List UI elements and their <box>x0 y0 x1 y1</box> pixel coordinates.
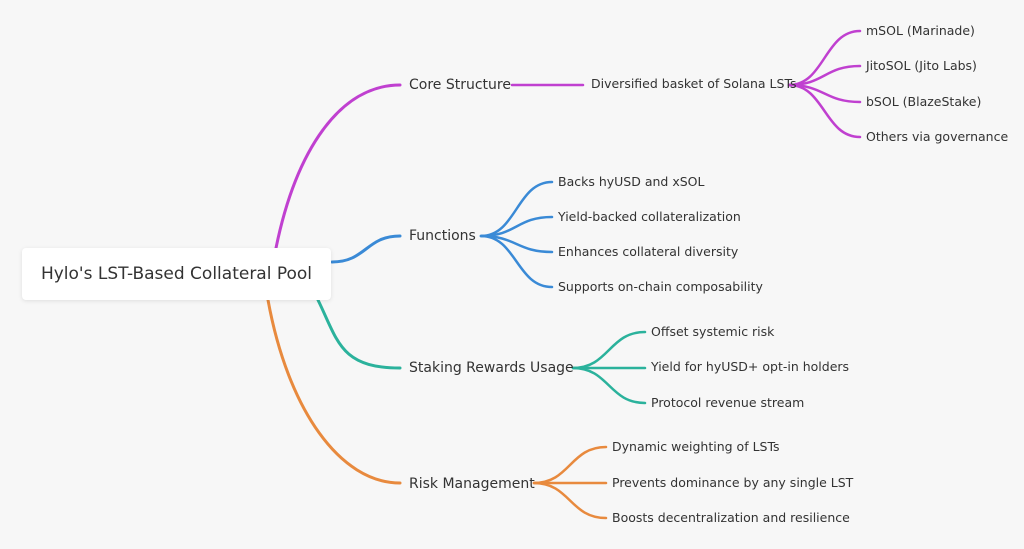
node-label: Boosts decentralization and resilience <box>612 510 850 525</box>
node-prevents-dominance[interactable]: Prevents dominance by any single LST <box>612 475 853 491</box>
node-boosts-decentralization[interactable]: Boosts decentralization and resilience <box>612 510 850 526</box>
node-label: mSOL (Marinade) <box>866 23 975 38</box>
link-risk-item-2 <box>532 481 608 520</box>
node-label: Enhances collateral diversity <box>558 244 739 259</box>
node-label: Dynamic weighting of LSTs <box>612 439 780 454</box>
branch-core-structure[interactable]: Core Structure <box>409 76 511 94</box>
node-label: Yield for hyUSD+ opt-in holders <box>651 359 850 374</box>
node-backs-hyusd-xsol[interactable]: Backs hyUSD and xSOL <box>558 174 704 190</box>
branch-label: Core Structure <box>409 77 511 93</box>
node-msol[interactable]: mSOL (Marinade) <box>866 23 975 39</box>
node-protocol-revenue-stream[interactable]: Protocol revenue stream <box>651 395 804 411</box>
node-onchain-composability[interactable]: Supports on-chain composability <box>558 279 763 295</box>
node-jitosol[interactable]: JitoSOL (Jito Labs) <box>866 58 977 74</box>
branch-staking-rewards-usage[interactable]: Staking Rewards Usage <box>409 359 574 377</box>
node-bsol[interactable]: bSOL (BlazeStake) <box>866 94 981 110</box>
branch-risk-management[interactable]: Risk Management <box>409 475 535 493</box>
node-label: Yield-backed collateralization <box>558 209 741 224</box>
branch-label: Staking Rewards Usage <box>409 360 574 376</box>
node-label: Prevents dominance by any single LST <box>612 475 854 490</box>
link-root-functions <box>330 234 402 264</box>
link-risk-item-0 <box>532 445 608 485</box>
node-label: Backs hyUSD and xSOL <box>558 174 705 189</box>
link-functions-item-3 <box>479 234 554 289</box>
node-label: Others via governance <box>866 129 1009 144</box>
link-staking-item-2 <box>571 366 647 405</box>
link-root-staking-rewards <box>316 298 402 370</box>
node-label: Supports on-chain composability <box>558 279 763 294</box>
branch-label: Functions <box>409 228 476 244</box>
root-label: Hylo's LST-Based Collateral Pool <box>40 264 313 284</box>
link-root-core-structure <box>274 83 402 250</box>
node-diversified-basket[interactable]: Diversified basket of Solana LSTs <box>591 76 797 92</box>
link-basket-item-3 <box>787 83 862 139</box>
node-yield-backed-collateralization[interactable]: Yield-backed collateralization <box>558 209 741 225</box>
link-functions-item-0 <box>479 180 554 238</box>
node-label: bSOL (BlazeStake) <box>866 94 982 109</box>
node-label: JitoSOL (Jito Labs) <box>866 58 977 73</box>
node-others-governance[interactable]: Others via governance <box>866 129 1008 145</box>
node-offset-systemic-risk[interactable]: Offset systemic risk <box>651 324 774 340</box>
node-label: Offset systemic risk <box>651 324 775 339</box>
node-enhances-collateral-diversity[interactable]: Enhances collateral diversity <box>558 244 738 260</box>
node-label: Protocol revenue stream <box>651 395 805 410</box>
node-dynamic-weighting[interactable]: Dynamic weighting of LSTs <box>612 439 780 455</box>
link-root-risk-management <box>266 298 402 485</box>
root-node[interactable]: Hylo's LST-Based Collateral Pool <box>22 248 331 300</box>
link-basket-item-0 <box>787 29 862 87</box>
branch-label: Risk Management <box>409 476 535 492</box>
node-label: Diversified basket of Solana LSTs <box>591 76 797 91</box>
branch-functions[interactable]: Functions <box>409 227 476 245</box>
node-yield-hyusd-plus[interactable]: Yield for hyUSD+ opt-in holders <box>651 359 849 375</box>
link-staking-item-0 <box>571 330 647 370</box>
